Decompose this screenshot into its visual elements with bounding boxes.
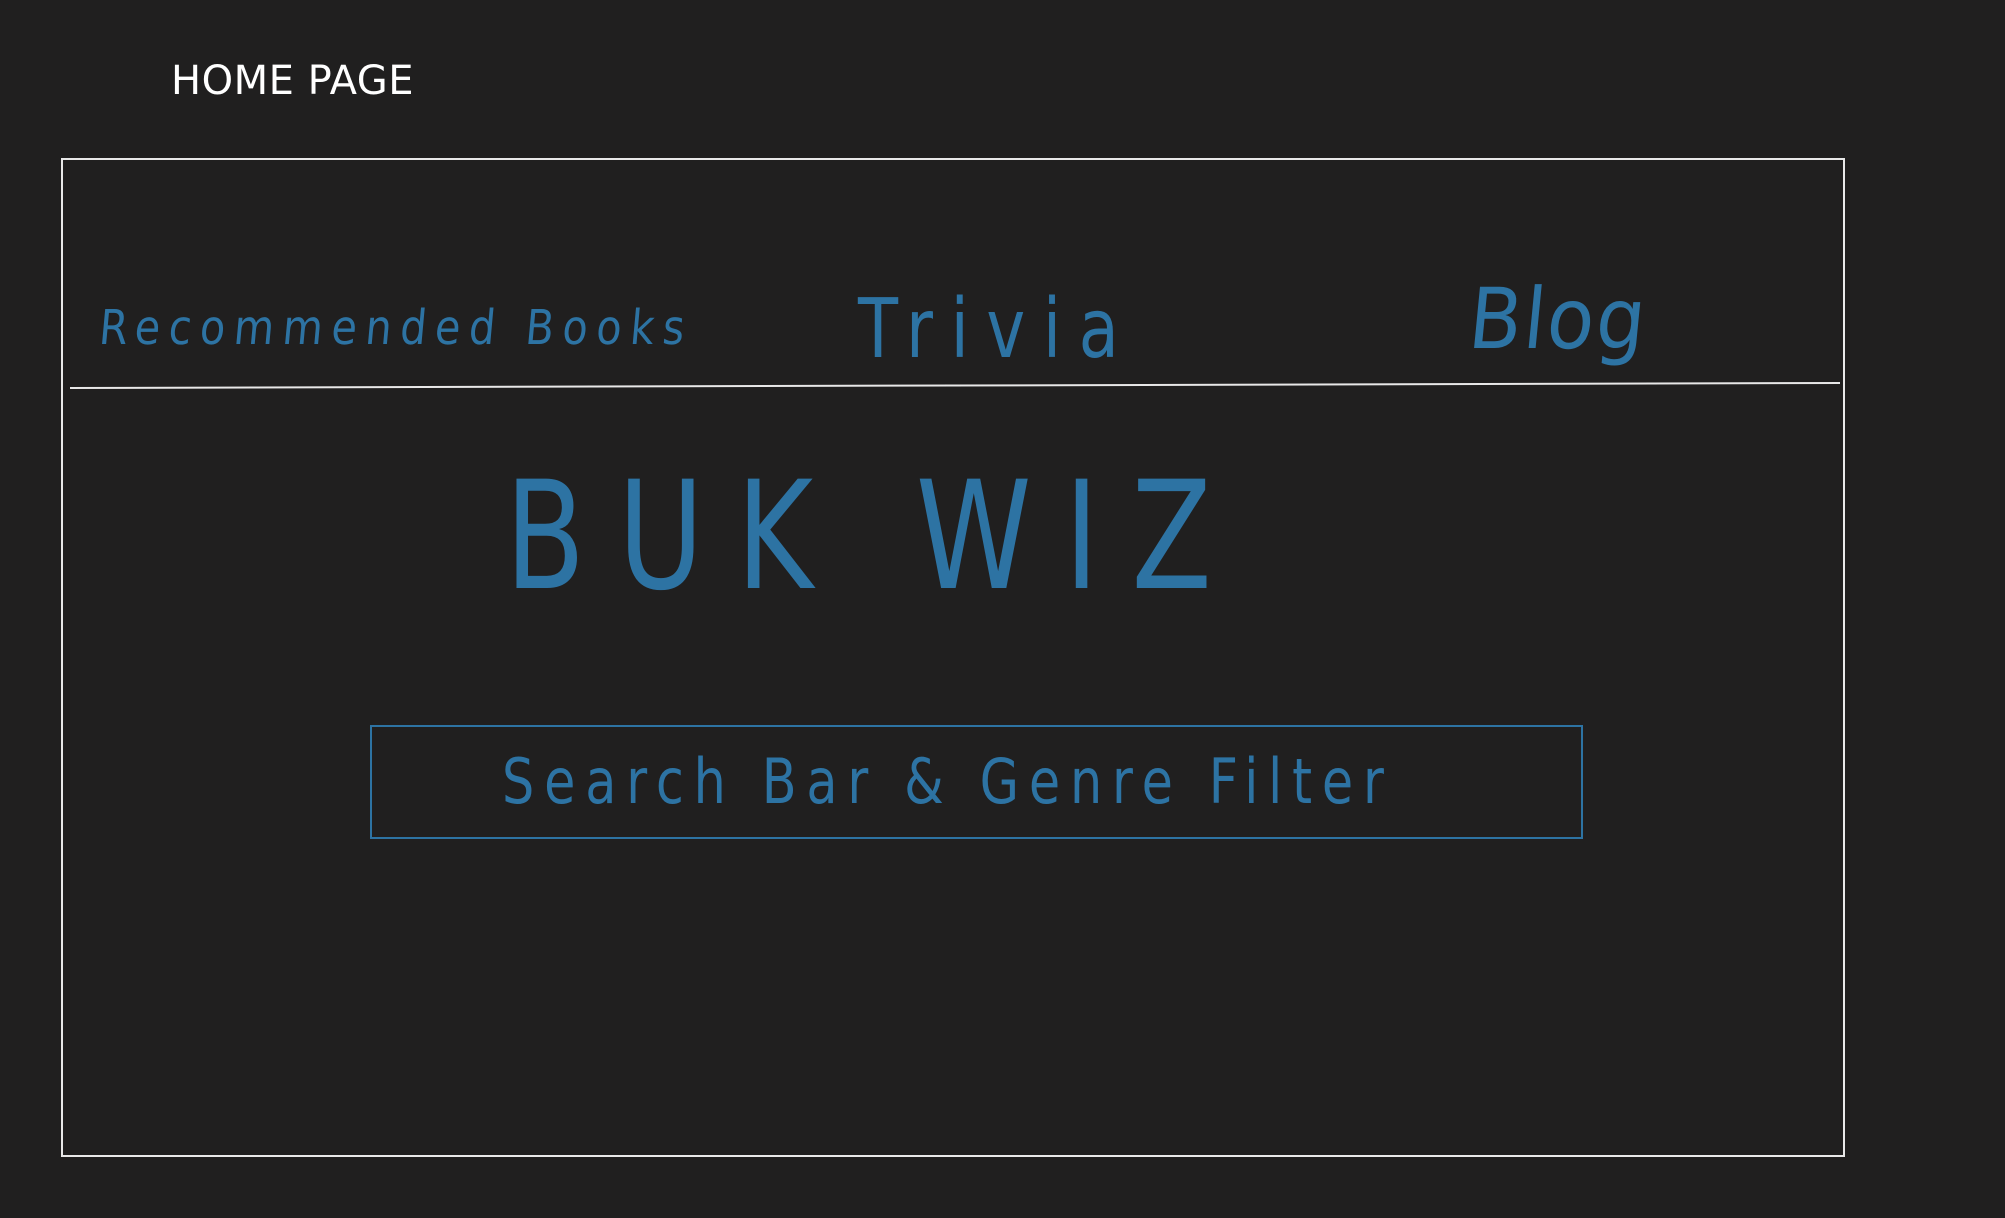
site-logo: BUK WIZ [505,450,1245,624]
nav-divider [70,382,1840,389]
search-bar-label: Search Bar & Genre Filter [502,745,1394,818]
nav-item-blog[interactable]: Blog [1464,270,1653,368]
nav-item-trivia[interactable]: Trivia [858,282,1137,377]
search-bar-placeholder[interactable]: Search Bar & Genre Filter [370,725,1583,839]
wireframe-frame [61,158,1845,1157]
nav-item-recommended-books[interactable]: Recommended Books [96,300,696,356]
page-title: HOME PAGE [171,58,415,104]
